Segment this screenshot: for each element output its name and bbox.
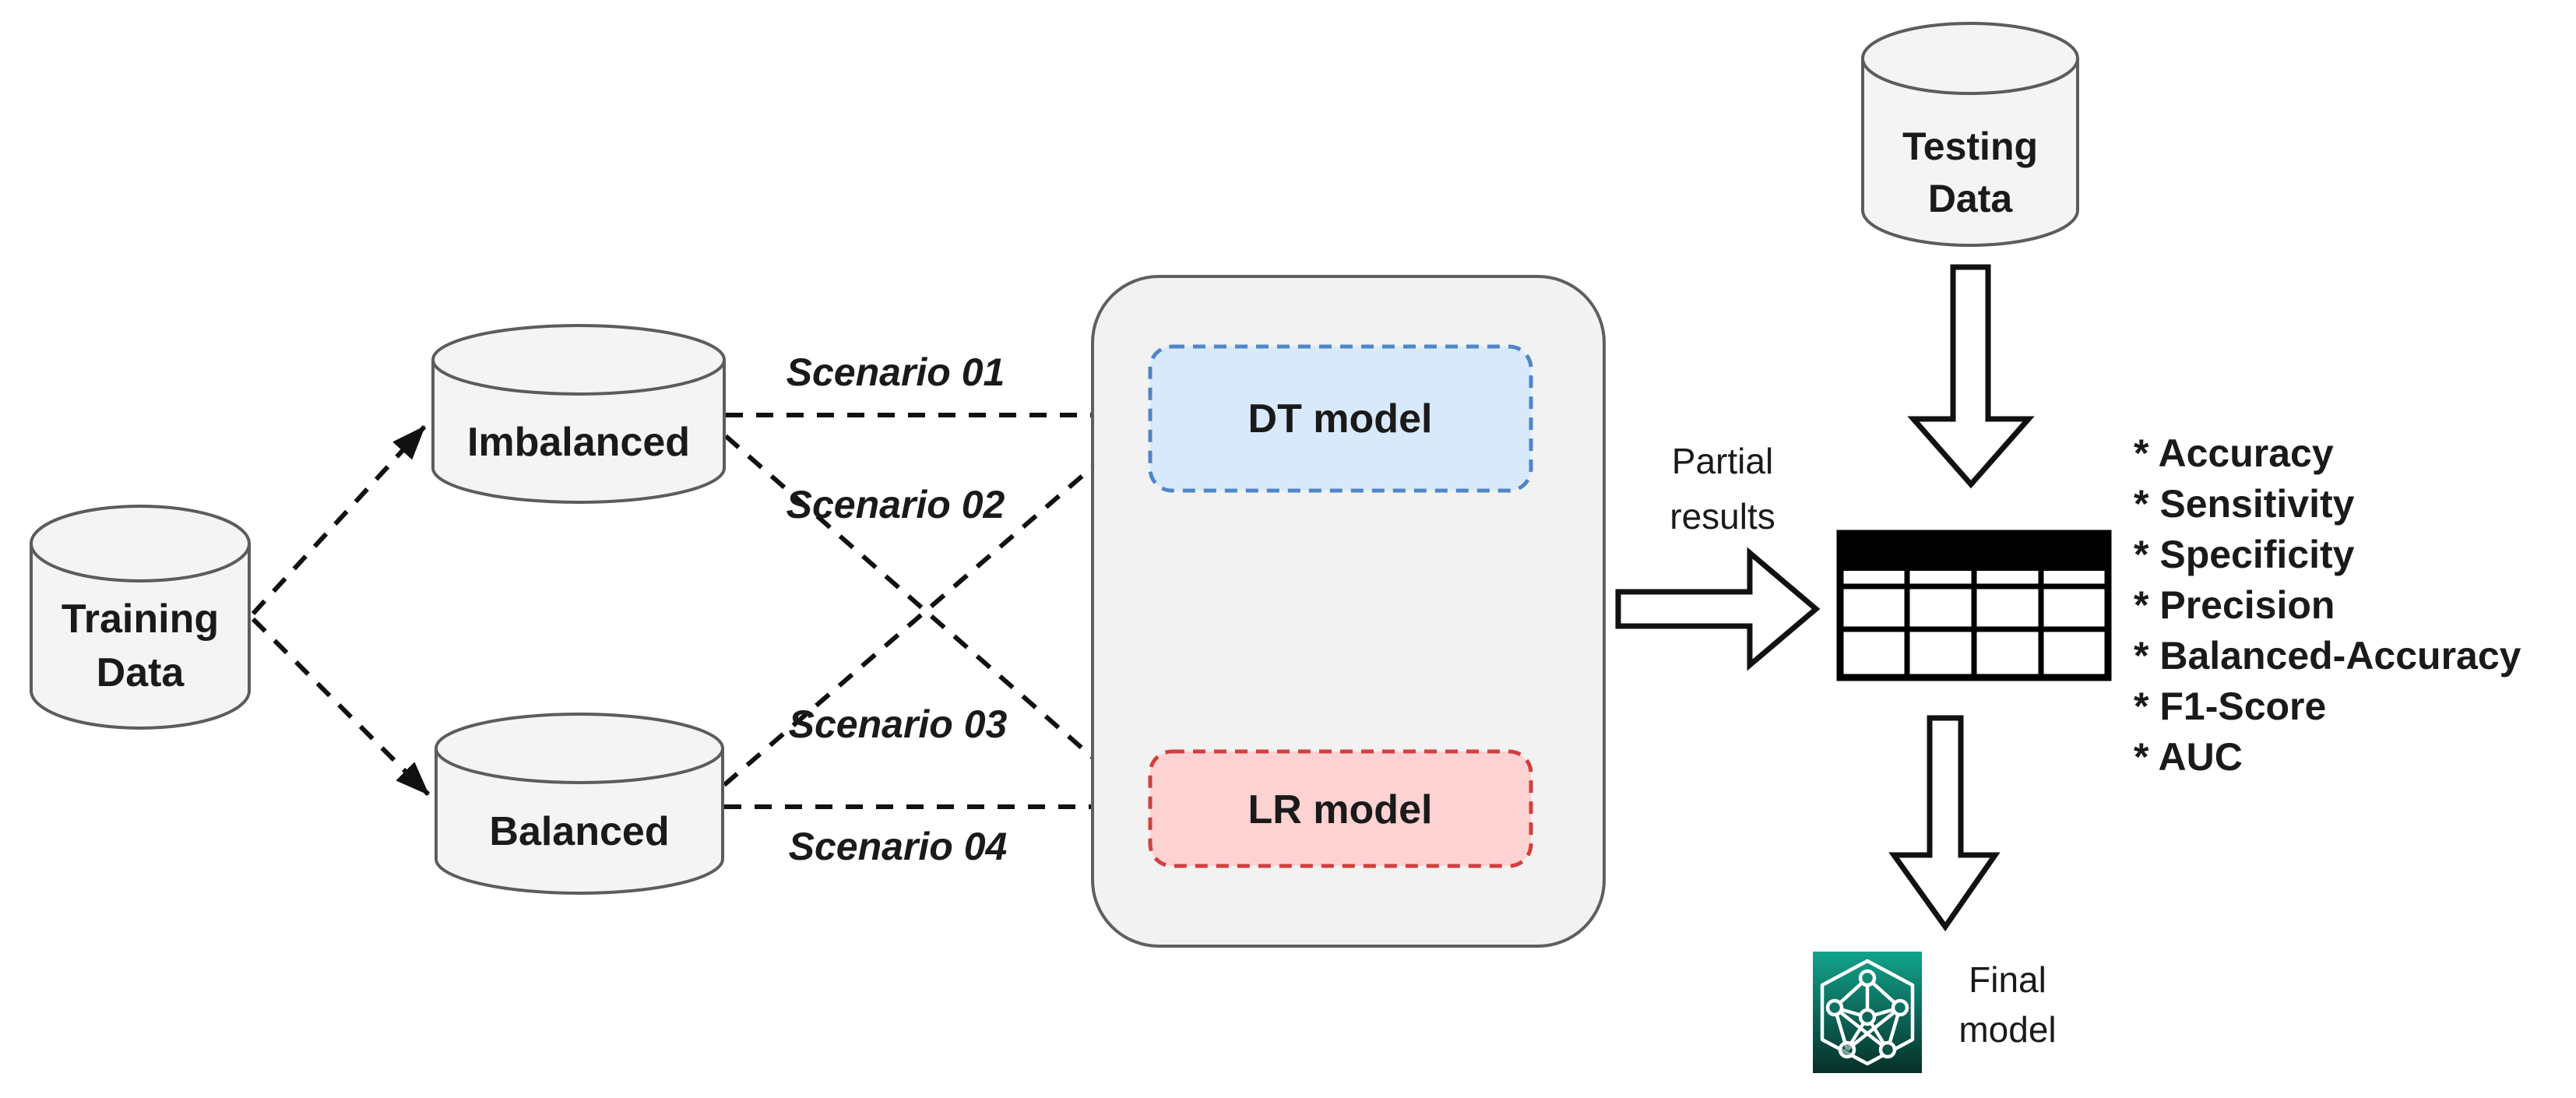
- final-model-label-line1: Final: [1969, 959, 2046, 1000]
- testing-data-label-line2: Data: [1928, 177, 2014, 220]
- results-table-icon: [1836, 530, 2112, 681]
- metric-item-sensitivity: * Sensitivity: [2134, 482, 2355, 526]
- partial-results-label-line1: Partial: [1672, 441, 1773, 481]
- metric-item-precision: * Precision: [2134, 583, 2335, 627]
- training-data-label-line1: Training: [62, 597, 219, 642]
- cylinder-top-arc: [435, 748, 724, 784]
- metric-item-f1-score: * F1-Score: [2134, 684, 2326, 728]
- metric-item-auc: * AUC: [2134, 735, 2243, 779]
- neural-network-icon: [1820, 959, 1915, 1066]
- edge-scenario-03-balanced-to-dt: [723, 424, 1141, 787]
- cylinder-body: [1861, 22, 2079, 247]
- training-data-cylinder: Training Data: [30, 505, 251, 730]
- edge-training-to-balanced: [251, 617, 431, 797]
- partial-results-label-line2: results: [1670, 496, 1775, 537]
- dt-model-box: [1148, 344, 1533, 493]
- balanced-label: Balanced: [489, 809, 669, 854]
- down-arrow-testing-to-table-icon: [1907, 264, 2035, 489]
- edge-label-scenario-02: Scenario 02: [787, 483, 1005, 526]
- metric-item-accuracy: * Accuracy: [2134, 431, 2334, 475]
- metrics-list: * Accuracy * Sensitivity * Specificity *…: [2134, 431, 2521, 779]
- cylinder-body: [431, 324, 726, 504]
- cylinder-top-arc: [1861, 58, 2079, 95]
- imbalanced-label: Imbalanced: [467, 420, 690, 465]
- edge-label-scenario-04: Scenario 04: [789, 825, 1008, 868]
- right-arrow-icon: [1615, 547, 1821, 671]
- training-data-label-line2: Data: [97, 650, 185, 695]
- edge-label-scenario-03: Scenario 03: [789, 702, 1008, 746]
- lr-model-label: LR model: [1248, 787, 1433, 832]
- cylinder-body: [30, 505, 251, 730]
- final-model-label-line2: model: [1958, 1009, 2056, 1050]
- down-arrow-table-to-final-icon: [1888, 715, 2001, 932]
- edge-label-scenario-01: Scenario 01: [787, 350, 1005, 394]
- testing-data-label-line1: Testing: [1902, 125, 2038, 168]
- metric-item-specificity: * Specificity: [2134, 533, 2355, 576]
- models-container: DT model LR model: [1091, 275, 1606, 948]
- final-model-icon: Final model: [1813, 952, 2057, 1073]
- metric-item-balanced-accuracy: * Balanced-Accuracy: [2134, 634, 2521, 677]
- balanced-cylinder: Balanced: [435, 713, 724, 895]
- imbalanced-cylinder: Imbalanced: [431, 324, 726, 504]
- dt-model-label: DT model: [1248, 396, 1433, 442]
- cylinder-body: [435, 713, 724, 895]
- table-header-band: [1840, 533, 2108, 571]
- lr-model-box: [1148, 749, 1533, 868]
- cylinder-top-arc: [30, 543, 251, 582]
- connectors: [251, 402, 1145, 820]
- testing-data-cylinder: Testing Data: [1861, 22, 2079, 247]
- cylinder-top-arc: [431, 359, 726, 396]
- edge-training-to-imbalanced: [251, 424, 427, 616]
- edge-scenario-02-imbalanced-to-lr: [724, 434, 1141, 801]
